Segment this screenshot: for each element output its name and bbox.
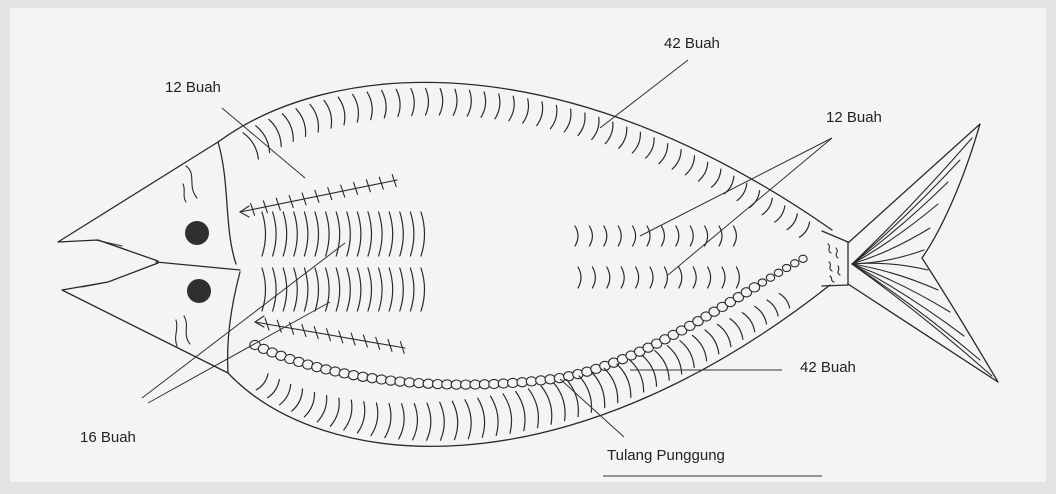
label-dorsal-ribs: 42 Buah — [664, 35, 720, 52]
label-ventral-ribs: 42 Buah — [800, 359, 856, 376]
vertebra — [498, 379, 508, 388]
vertebra — [348, 371, 358, 380]
vertebra — [782, 264, 790, 271]
vertebra — [536, 376, 546, 385]
vertebra — [442, 380, 452, 389]
vertebra — [766, 274, 774, 281]
vertebra — [358, 372, 368, 381]
vertebra — [414, 379, 424, 388]
vertebra — [423, 379, 433, 388]
vertebra — [367, 374, 377, 383]
vertebra — [799, 255, 807, 262]
vertebra — [479, 380, 489, 389]
label-upper-pin-bones: 12 Buah — [165, 79, 221, 96]
vertebra — [774, 269, 782, 276]
vertebra — [791, 260, 799, 267]
upper-eye — [185, 221, 209, 245]
vertebra — [451, 380, 461, 389]
vertebra — [376, 375, 386, 384]
vertebra — [758, 279, 766, 286]
label-caudal-ribs: 12 Buah — [826, 109, 882, 126]
vertebra — [508, 378, 518, 387]
vertebra — [395, 377, 405, 386]
vertebra — [461, 380, 471, 389]
vertebra — [386, 376, 396, 385]
vertebra — [404, 378, 414, 387]
vertebra — [470, 380, 480, 389]
label-middle-ribs: 16 Buah — [80, 429, 136, 446]
vertebra — [526, 377, 536, 386]
vertebra — [339, 369, 349, 378]
lower-eye — [187, 279, 211, 303]
vertebra — [489, 379, 499, 388]
label-spine: Tulang Punggung — [607, 447, 725, 464]
